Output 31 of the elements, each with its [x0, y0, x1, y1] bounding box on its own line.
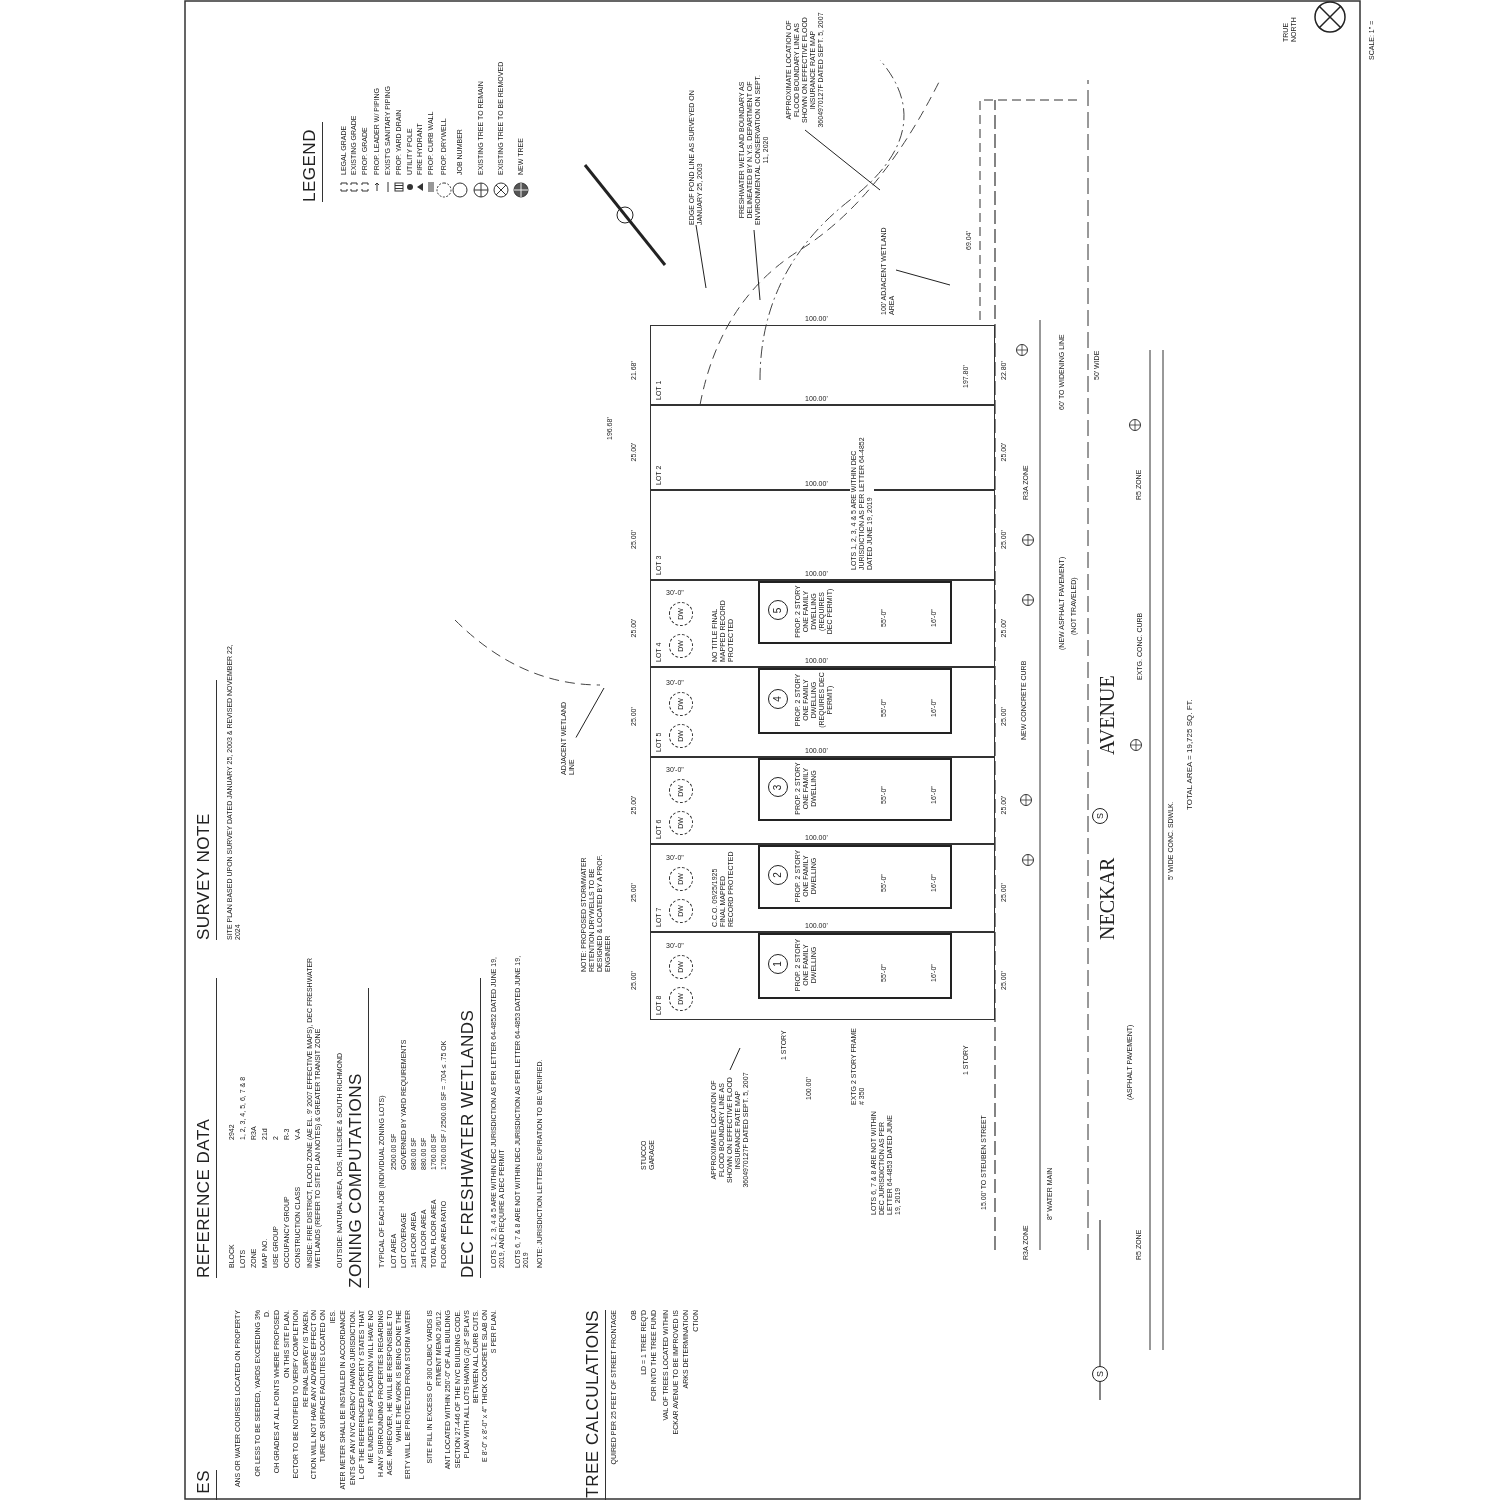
section-heading: ZONING COMPUTATIONS [346, 988, 369, 1288]
leader-line [895, 269, 951, 286]
dwelling-footprint [758, 668, 952, 734]
dwelling-footprint [758, 845, 952, 909]
dwelling-footprint [758, 758, 952, 821]
section-heading: TREE CALCULATIONS [583, 1310, 606, 1500]
leader-line [753, 229, 761, 301]
section-heading: LEGEND [300, 122, 323, 202]
street-name: NECKAR [1096, 857, 1119, 940]
lot-parcel [650, 405, 995, 490]
leader-line [729, 1047, 741, 1071]
lot-parcel [650, 580, 995, 667]
dwelling-footprint [758, 933, 952, 999]
dwelling-footprint [758, 581, 952, 644]
leader-line [575, 687, 605, 738]
section-heading: DEC FRESHWATER WETLANDS [458, 978, 481, 1278]
section-heading: REFERENCE DATA [194, 978, 217, 1278]
area-text: TOTAL AREA = 19,725 SQ. FT. [1185, 699, 1195, 810]
leader-line [804, 129, 881, 191]
lot-parcel [650, 844, 995, 932]
lot-parcel [650, 667, 995, 757]
lot-parcel [650, 325, 995, 405]
manhole-symbol: S [1092, 808, 1108, 824]
lot-parcel [650, 757, 995, 844]
section-heading: SURVEY NOTE [194, 680, 217, 940]
leader-line [695, 224, 707, 289]
manhole-symbol: S [1092, 1366, 1108, 1382]
section-heading: ES [194, 1470, 217, 1500]
lot-parcel [650, 932, 995, 1020]
lot-parcel [650, 490, 995, 580]
street-name: AVENUE [1096, 675, 1119, 755]
